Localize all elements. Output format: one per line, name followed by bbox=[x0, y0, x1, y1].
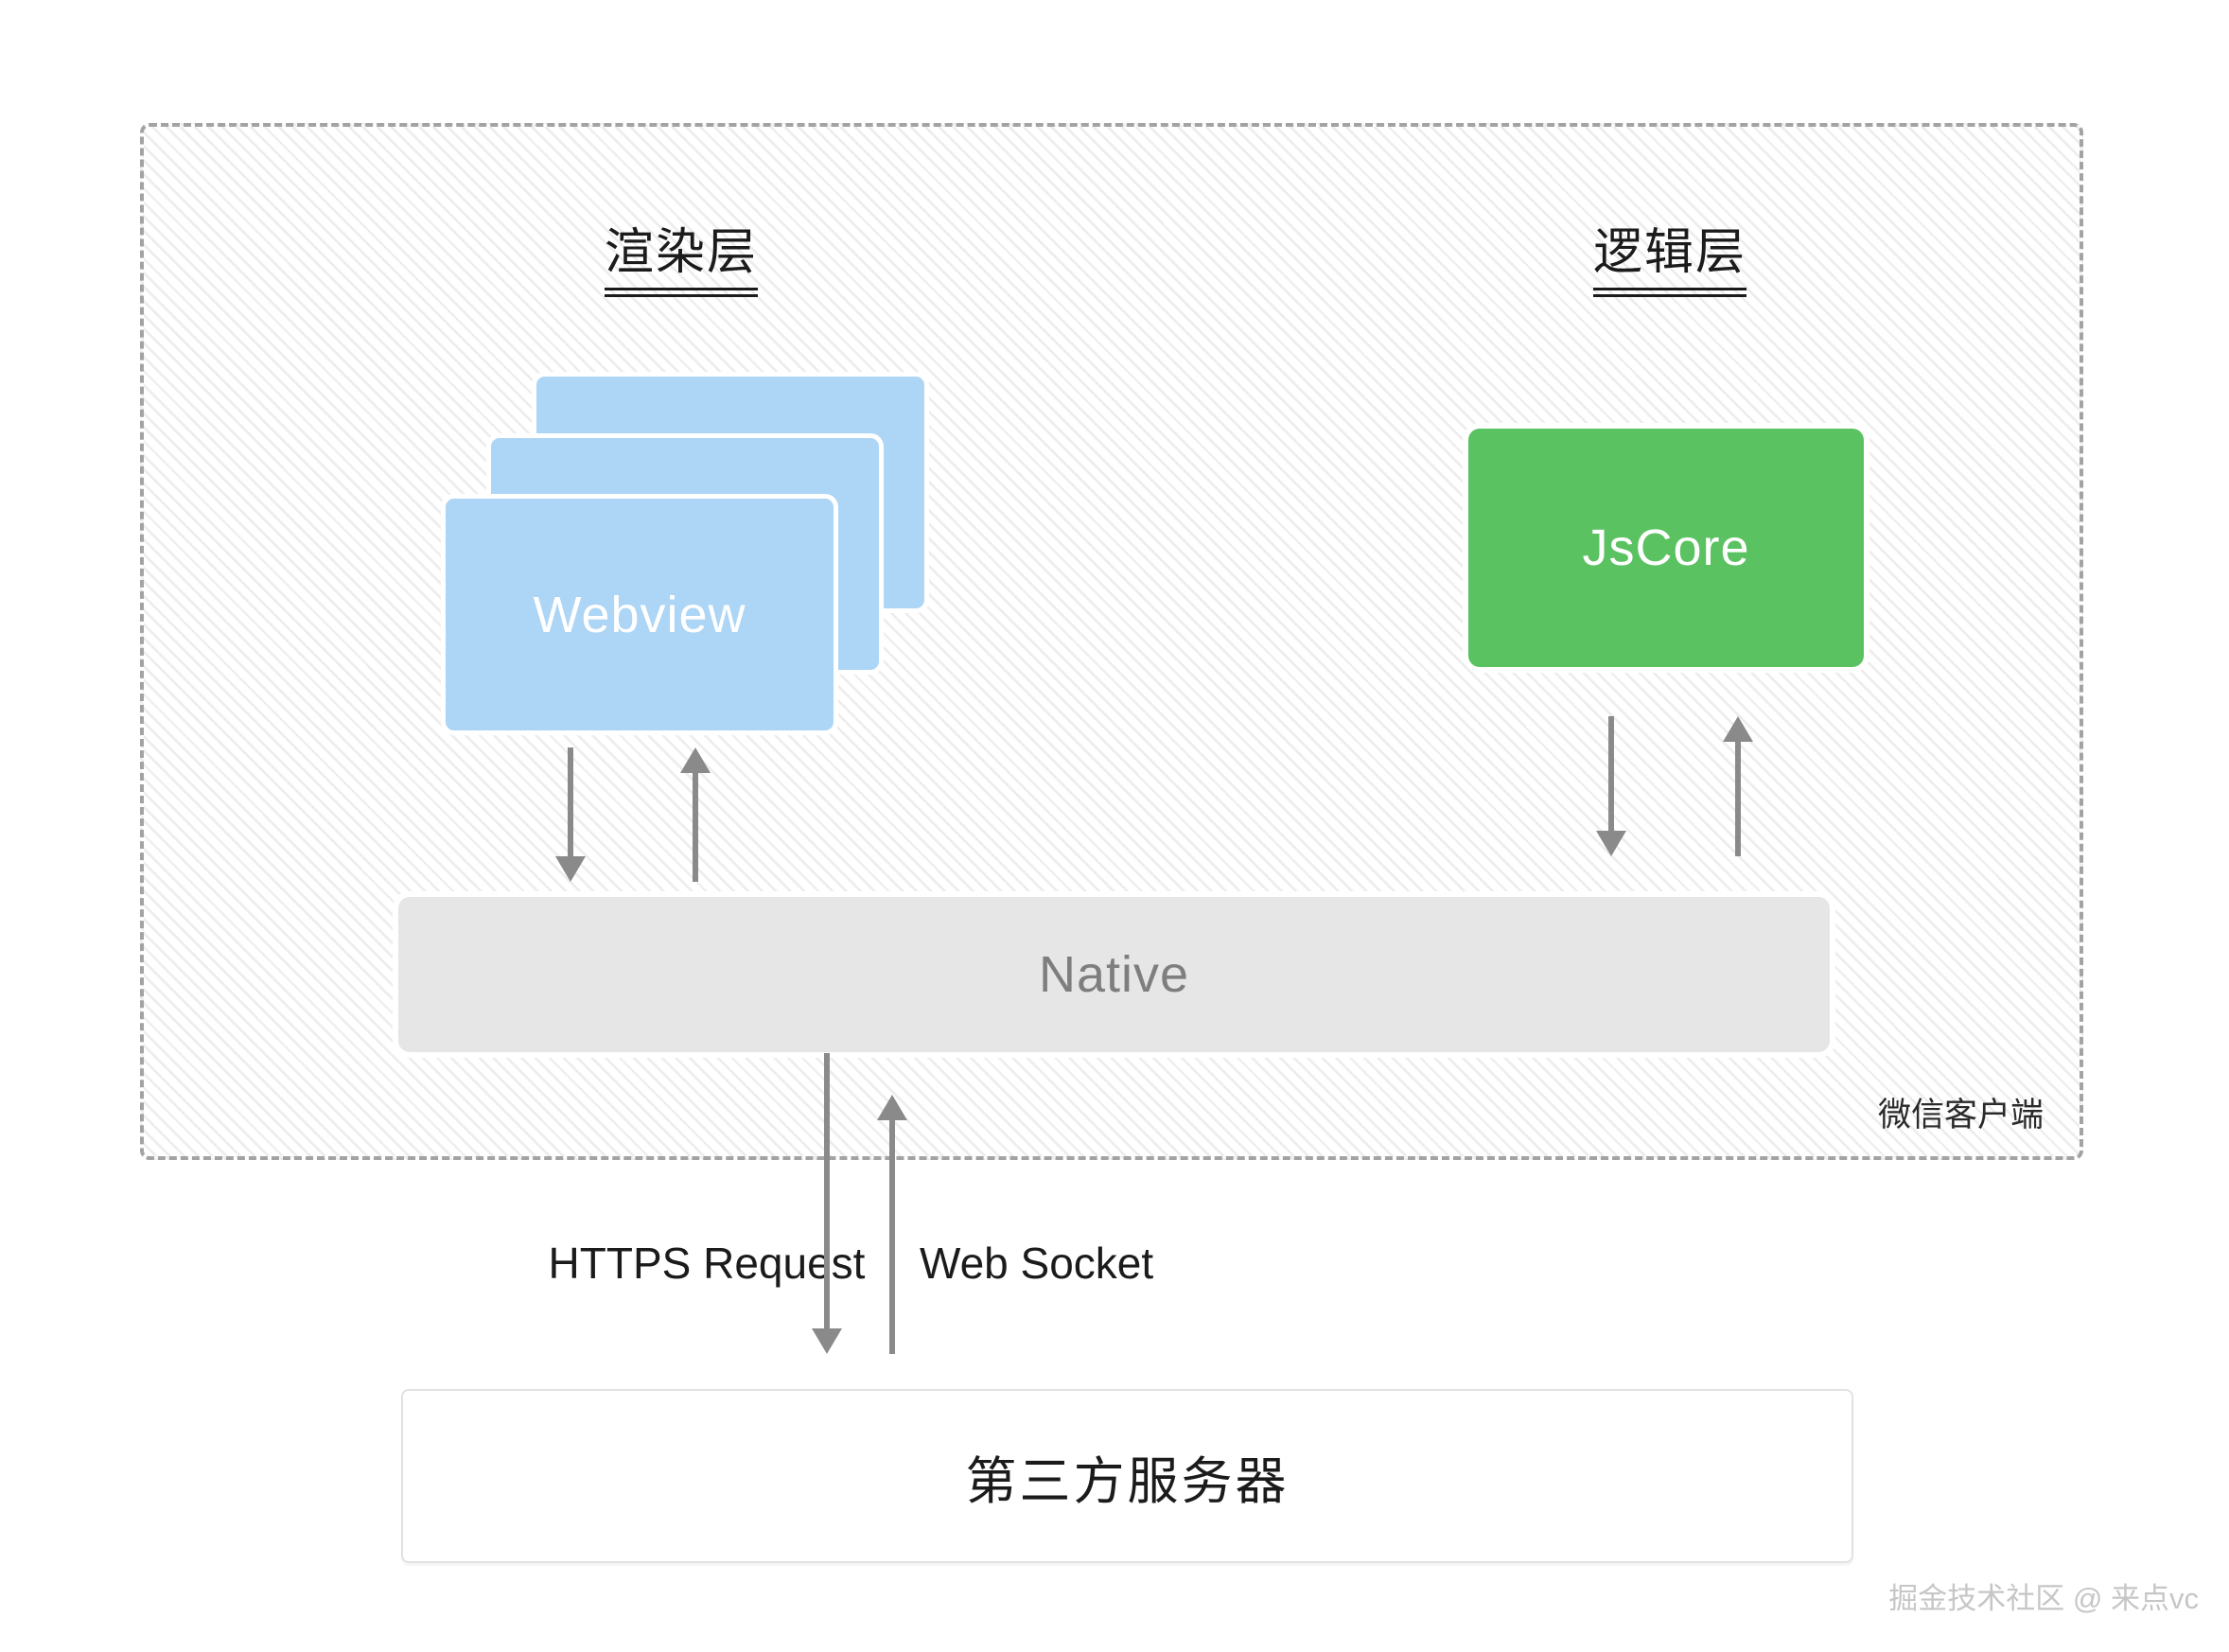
wechat-client-label: 微信客户端 bbox=[1877, 1097, 2044, 1134]
render-layer-title-text: 渲染层 bbox=[604, 212, 758, 297]
webview-label: Webview bbox=[533, 586, 746, 643]
web-socket-label: Web Socket bbox=[920, 1239, 1154, 1288]
https-request-label: HTTPS Request bbox=[548, 1239, 866, 1288]
arrow-shaft bbox=[889, 1116, 895, 1354]
arrow-shaft bbox=[824, 1053, 830, 1333]
arrow-native-to-server bbox=[812, 1053, 842, 1354]
arrow-native-to-webview bbox=[680, 747, 711, 882]
arrow-head-down-icon bbox=[555, 856, 586, 882]
jscore-box: JsCore bbox=[1468, 429, 1864, 667]
arrow-head-down-icon bbox=[812, 1328, 842, 1354]
logic-layer-title-text: 逻辑层 bbox=[1592, 212, 1746, 297]
third-party-server-label: 第三方服务器 bbox=[965, 1452, 1290, 1510]
logic-layer-title: 逻辑层 bbox=[1509, 212, 1831, 297]
native-bar: Native bbox=[398, 897, 1830, 1052]
arrow-head-up-icon bbox=[680, 747, 711, 773]
arrow-head-down-icon bbox=[1596, 831, 1626, 856]
arrow-server-to-native bbox=[877, 1095, 907, 1354]
render-layer-title: 渲染层 bbox=[520, 212, 842, 297]
arrow-shaft bbox=[1735, 737, 1741, 856]
arrow-head-up-icon bbox=[1723, 716, 1753, 742]
third-party-server-box: 第三方服务器 bbox=[401, 1389, 1853, 1563]
native-label: Native bbox=[1038, 946, 1190, 1003]
watermark: 掘金技术社区 @ 来点vc bbox=[1888, 1582, 2199, 1615]
jscore-label: JsCore bbox=[1582, 519, 1750, 576]
arrow-shaft bbox=[568, 747, 573, 861]
webview-card-front: Webview bbox=[441, 494, 838, 735]
arrow-webview-to-native bbox=[555, 747, 586, 882]
arrow-head-up-icon bbox=[877, 1095, 907, 1120]
arrow-native-to-jscore bbox=[1723, 716, 1753, 856]
arrow-shaft bbox=[1608, 716, 1614, 835]
arrow-jscore-to-native bbox=[1596, 716, 1626, 856]
arrow-shaft bbox=[693, 768, 698, 882]
